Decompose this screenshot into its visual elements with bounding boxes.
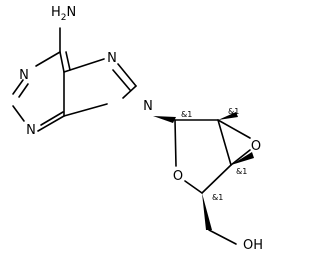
- bond-n3-c4-double: [40, 111, 64, 126]
- stereo-label-c4: &1: [212, 193, 223, 202]
- bond-c5-oh: [208, 229, 237, 245]
- bond-c2-n3: [12, 105, 25, 122]
- n1-label: N: [19, 68, 29, 83]
- hydroxyl-label: OH: [243, 238, 263, 253]
- bond-c2-epoxide-o: [217, 119, 251, 139]
- bonds: [12, 27, 254, 245]
- bond-n3-c4: [37, 115, 65, 132]
- bond-n9-c1-wedge: [153, 116, 176, 123]
- chemical-structure-diagram: H2N N N N N O O OH &1 &1 &1 &1: [12, 5, 263, 253]
- atom-labels: H2N N N N N O O OH: [19, 5, 263, 253]
- bond-c4-c5-wedge: [202, 193, 212, 230]
- bond-c6-n1: [35, 51, 61, 67]
- bond-c5-c6-double: [65, 51, 71, 71]
- n7-label: N: [107, 51, 117, 66]
- bond-n9-c4: [63, 103, 108, 117]
- bond-c3-h-wedge: [231, 152, 254, 165]
- amino-h-label: H: [51, 5, 61, 20]
- bond-n7-c8: [117, 63, 137, 87]
- stereo-label-c2: &1: [228, 107, 239, 116]
- bond-c2-c3: [217, 119, 232, 166]
- ring-oxygen-label: O: [173, 169, 183, 184]
- epoxide-oxygen-label: O: [251, 139, 261, 154]
- stereo-label-c3: &1: [236, 167, 247, 176]
- bond-n1-c2: [12, 79, 24, 95]
- bond-n7-c8-double: [112, 69, 131, 91]
- bond-c5-c6: [59, 51, 65, 73]
- bond-n1-c2-double: [18, 83, 29, 98]
- n9-label: N: [143, 99, 153, 114]
- stereo-labels: &1 &1 &1 &1: [181, 107, 247, 202]
- amino-group-label: H2N: [51, 5, 76, 23]
- n3-label: N: [26, 123, 36, 138]
- bond-c3-c4: [201, 164, 232, 194]
- bond-c5-n7: [63, 58, 105, 73]
- stereo-label-c1: &1: [181, 110, 192, 119]
- bond-c8-n9: [122, 85, 137, 99]
- bond-o4-c1: [174, 119, 177, 167]
- bond-c4-o4: [184, 180, 203, 194]
- amino-subscript-label: 2: [61, 13, 67, 23]
- bond-c3-epoxide-o: [230, 149, 251, 166]
- amino-n-label: N: [67, 5, 77, 20]
- bond-c2-h-wedge: [218, 112, 238, 120]
